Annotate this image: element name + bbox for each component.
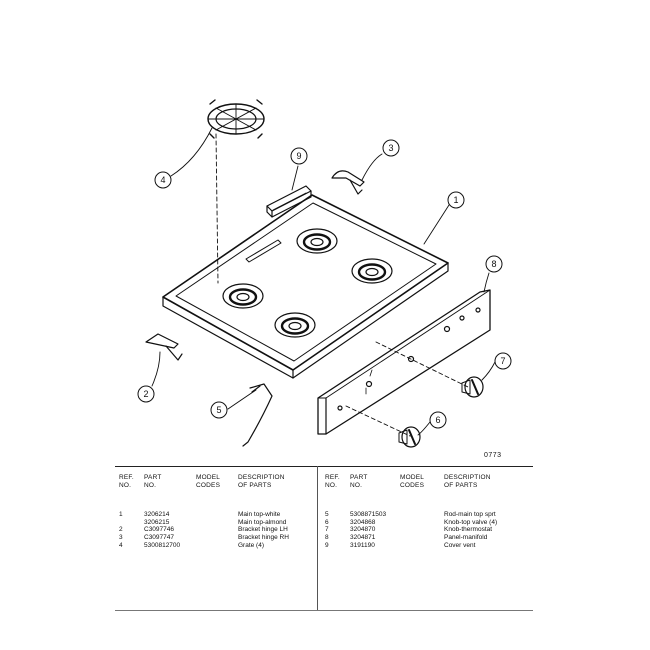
burner-front-right (274, 312, 316, 338)
grate (207, 99, 265, 139)
table-rule-bottom (115, 610, 533, 611)
leader-lines (151, 127, 496, 436)
main-top (162, 194, 449, 379)
burner-front-left (222, 283, 264, 309)
callout-circles (137, 139, 512, 429)
figure-number: 0773 (484, 452, 502, 459)
table-divider (317, 466, 318, 610)
header-ref: REF.NO. (119, 474, 134, 489)
callout-8: 8 (491, 259, 496, 269)
table-rule-top (115, 466, 533, 467)
bracket-hinge-lh (145, 333, 183, 361)
callout-3: 3 (388, 143, 393, 153)
rod-main-top-support (242, 383, 273, 447)
callout-5: 5 (216, 405, 221, 415)
knob-top-valve (398, 426, 421, 448)
header-ref: REF.NO. (325, 474, 340, 489)
bracket-hinge-rh (331, 170, 365, 195)
panel-manifold (317, 289, 491, 435)
callout-6: 6 (435, 415, 440, 425)
callout-2: 2 (143, 389, 148, 399)
knob-thermostat (461, 376, 484, 398)
callout-7: 7 (500, 356, 505, 366)
callout-1: 1 (453, 195, 458, 205)
exploded-parts-diagram: 1 2 3 4 5 6 7 8 9 (137, 99, 512, 448)
callout-9: 9 (296, 151, 301, 161)
burner-rear-right (351, 258, 393, 284)
callout-4: 4 (160, 175, 165, 185)
cover-vent (266, 185, 312, 218)
burner-rear-left (296, 228, 338, 254)
